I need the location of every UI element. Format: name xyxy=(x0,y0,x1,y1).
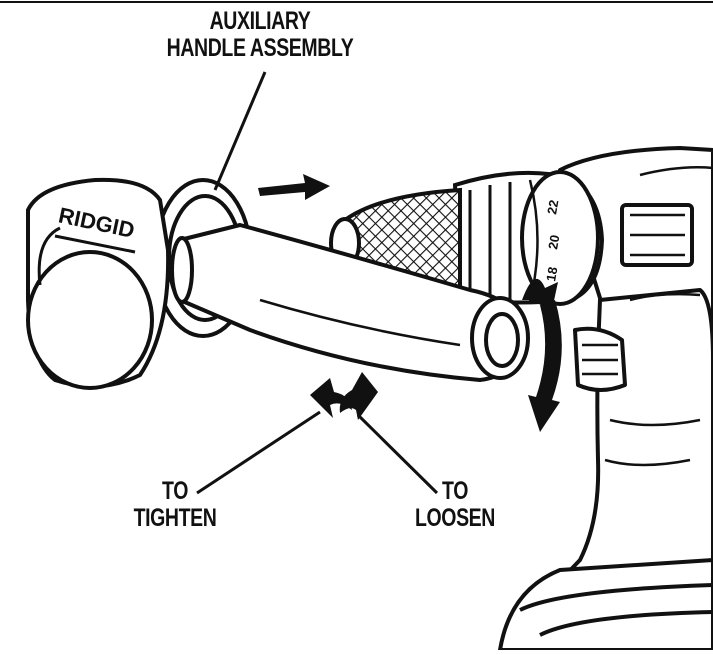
leader-lines xyxy=(196,71,439,495)
twist-arrows-icon xyxy=(310,372,378,420)
clutch-collar xyxy=(452,170,605,306)
to-loosen-label: TO LOOSEN xyxy=(400,478,509,532)
to-loosen-label-line1: TO xyxy=(442,477,468,505)
to-loosen-label-line2: LOOSEN xyxy=(414,504,495,532)
leader-loosen xyxy=(356,413,439,495)
depth-stop-cap xyxy=(26,177,171,390)
to-tighten-label: TO TIGHTEN xyxy=(117,478,234,532)
to-tighten-label-line2: TIGHTEN xyxy=(133,504,217,532)
drill-body xyxy=(498,146,713,652)
rotation-arrow-icon xyxy=(522,278,562,432)
dial-number-20: 20 xyxy=(545,234,562,251)
auxiliary-handle-label-line1: AUXILIARY xyxy=(209,7,311,35)
to-tighten-label-line1: TO xyxy=(162,477,188,505)
auxiliary-handle-label-line2: HANDLE ASSEMBLY xyxy=(166,34,354,62)
slide-direction-arrow-icon xyxy=(258,174,330,200)
handle-grip xyxy=(170,222,530,383)
leader-auxiliary xyxy=(213,71,267,191)
leader-tighten xyxy=(196,410,321,495)
dial-number-22: 22 xyxy=(544,199,561,216)
dial-number-18: 18 xyxy=(543,266,560,283)
auxiliary-handle-label: AUXILIARY HANDLE ASSEMBLY xyxy=(159,8,362,62)
dial-numbers: 18 20 22 xyxy=(543,199,562,283)
